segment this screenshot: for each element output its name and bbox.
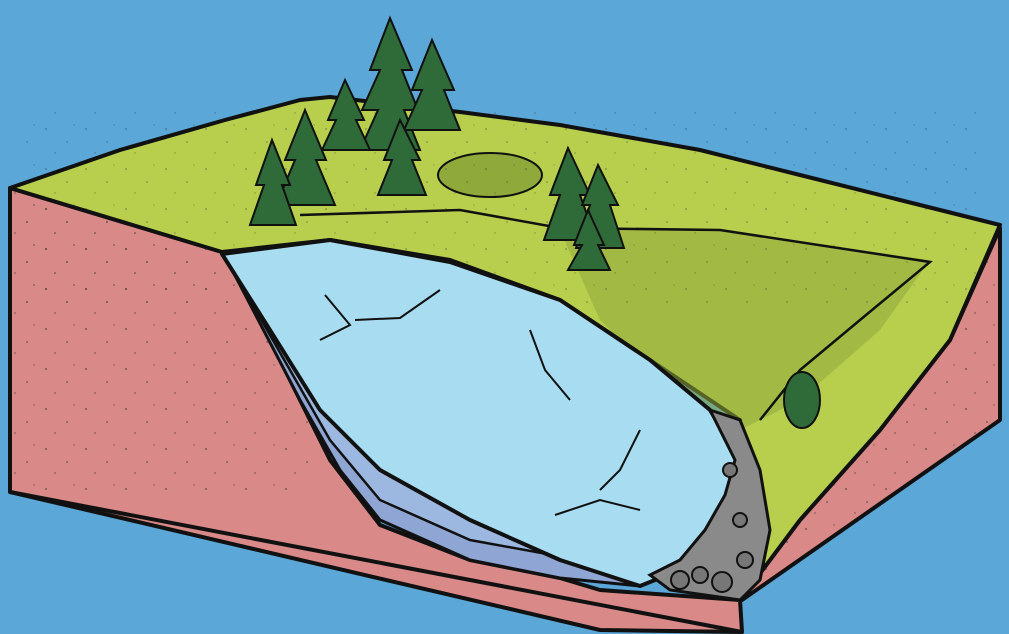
boulder xyxy=(737,552,753,568)
shrub-icon xyxy=(784,372,820,428)
boulder xyxy=(723,463,737,477)
tree-icon xyxy=(404,40,460,130)
boulder xyxy=(692,567,708,583)
boulder xyxy=(733,513,747,527)
boulder xyxy=(671,571,689,589)
boulder xyxy=(712,572,732,592)
